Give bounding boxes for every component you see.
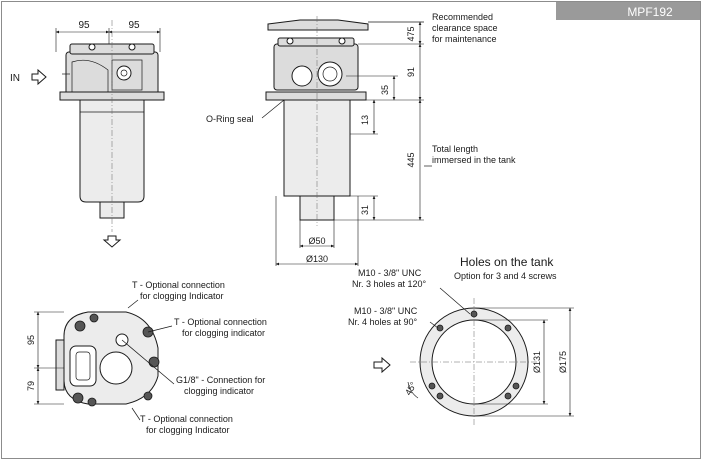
screw3-note-1: M10 - 3/8" UNC (358, 268, 422, 278)
screw4-note-2: Nr. 4 holes at 90° (348, 317, 418, 327)
top-dim-lower: 79 (26, 381, 36, 391)
dim-dia-outer: Ø175 (558, 351, 568, 373)
top-view: 95 79 T - Optional connection for cloggi… (26, 280, 267, 435)
dim-port: 35 (380, 85, 390, 95)
dim-dia-body: Ø130 (306, 254, 328, 264)
dim-head: 91 (406, 67, 416, 77)
callout-bottom-1: T - Optional connection (140, 414, 233, 424)
callout-right-1: T - Optional connection (174, 317, 267, 327)
dim-immersed: 445 (406, 152, 416, 167)
front-dim-left: 95 (78, 20, 90, 31)
callout-g18-2: clogging indicator (184, 386, 254, 396)
callout-right-2: for clogging indicator (182, 328, 265, 338)
clearance-note-3: for maintenance (432, 34, 497, 44)
tank-holes-view: Holes on the tank Option for 3 and 4 scr… (348, 255, 574, 426)
clearance-note-2: clearance space (432, 23, 498, 33)
side-view: Recommended clearance space for maintena… (206, 12, 516, 266)
top-dim-upper: 95 (26, 335, 36, 345)
model-badge-label: MPF192 (627, 5, 673, 19)
model-badge: MPF192 (556, 2, 700, 20)
front-view: 95 95 IN (10, 20, 165, 248)
front-dim-right: 95 (128, 20, 140, 31)
oring-label: O-Ring seal (206, 114, 254, 124)
callout-top-2: for clogging Indicator (140, 291, 224, 301)
dim-dia-outlet: Ø50 (308, 236, 325, 246)
dim-dia-inner: Ø131 (532, 351, 542, 373)
dim-outlet: 31 (360, 205, 370, 215)
immersed-note-1: Total length (432, 144, 478, 154)
immersed-note-2: immersed in the tank (432, 155, 516, 165)
dim-clearance: 475 (406, 26, 416, 41)
tank-holes-subtitle: Option for 3 and 4 screws (454, 271, 557, 281)
callout-g18-1: G1/8" - Connection for (176, 375, 265, 385)
callout-top-1: T - Optional connection (132, 280, 225, 290)
inlet-label: IN (10, 73, 20, 84)
tank-holes-title: Holes on the tank (460, 255, 554, 269)
callout-bottom-2: for clogging Indicator (146, 425, 230, 435)
angle-label: 45° (403, 380, 419, 397)
clearance-note-1: Recommended (432, 12, 493, 22)
screw3-note-2: Nr. 3 holes at 120° (352, 279, 427, 289)
screw4-note-1: M10 - 3/8" UNC (354, 306, 418, 316)
dim-flange: 13 (360, 115, 370, 125)
